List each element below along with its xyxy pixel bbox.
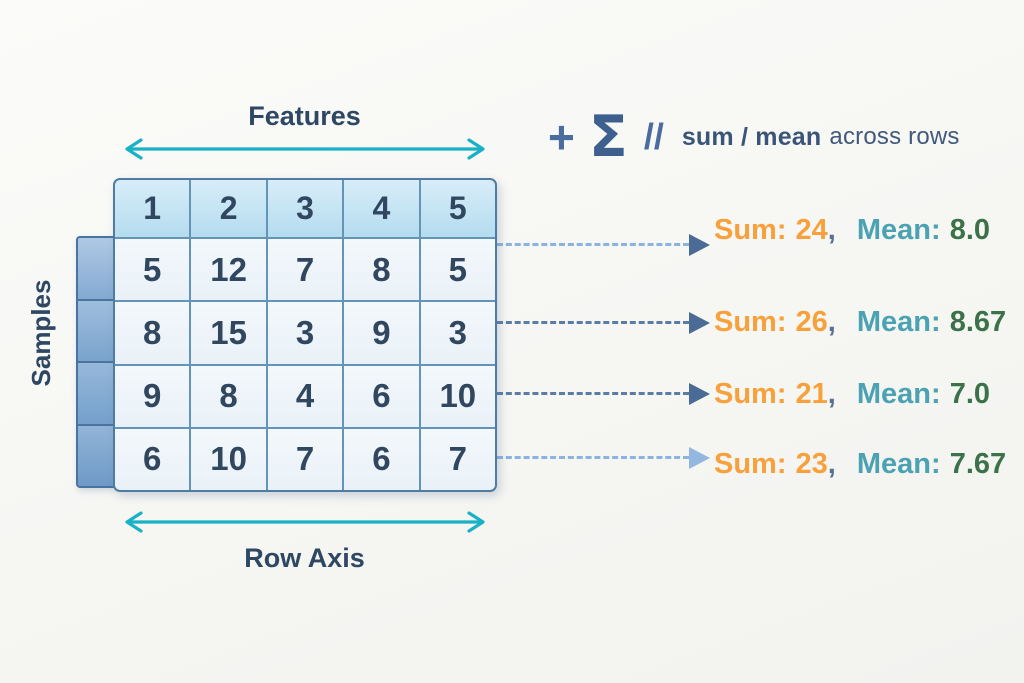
matrix-cell: 7 — [420, 428, 495, 490]
features-double-arrow-icon — [125, 138, 485, 160]
matrix-cell: 15 — [191, 302, 266, 364]
sample-strip-cell — [76, 236, 115, 301]
matrix-cell: 10 — [420, 365, 495, 427]
double-slash-icon: // — [643, 116, 664, 157]
separator: , — [827, 306, 836, 338]
matrix-header-cell: 3 — [267, 180, 343, 237]
matrix-cell: 12 — [191, 239, 266, 301]
row4-result: Sum:23, Mean:7.67 — [714, 447, 1006, 481]
row-axis-double-arrow-icon — [125, 511, 485, 533]
mean-label: Mean: — [856, 306, 941, 338]
row1-dashed-connector — [497, 243, 689, 246]
matrix-cell: 6 — [115, 428, 190, 490]
row1-arrowhead-icon — [689, 234, 710, 256]
data-matrix: 1 2 3 4 5 5 12 7 8 5 8 15 3 9 3 9 8 4 6 … — [113, 178, 497, 492]
matrix-cell: 7 — [267, 239, 343, 301]
sum-label: Sum: — [714, 378, 787, 410]
sample-row-strip — [76, 236, 115, 488]
separator: , — [827, 214, 836, 246]
matrix-cell: 8 — [115, 302, 190, 364]
matrix-cell: 9 — [344, 302, 419, 364]
row2-dashed-connector — [497, 321, 689, 324]
matrix-cell: 3 — [267, 302, 343, 364]
mean-label: Mean: — [856, 448, 941, 480]
matrix-cell: 3 — [420, 302, 495, 364]
row4-arrowhead-icon — [689, 447, 710, 469]
sum-value: 26 — [795, 306, 828, 338]
matrix-cell: 5 — [115, 239, 190, 301]
matrix-cell: 5 — [420, 239, 495, 301]
mean-value: 7.67 — [949, 448, 1007, 480]
samples-axis-label: Samples — [26, 279, 56, 387]
row-axis-label: Row Axis — [244, 543, 365, 573]
sum-label: Sum: — [714, 214, 787, 246]
mean-label: Mean: — [856, 378, 941, 410]
matrix-cell: 9 — [115, 365, 190, 427]
mean-value: 8.67 — [949, 306, 1007, 338]
matrix-cell: 8 — [191, 365, 266, 427]
matrix-cell: 6 — [344, 365, 419, 427]
separator: , — [827, 378, 836, 410]
sigma-icon: Σ — [588, 103, 628, 170]
mean-value: 7.0 — [949, 378, 991, 410]
sum-value: 23 — [795, 448, 828, 480]
row3-arrowhead-icon — [689, 383, 710, 405]
features-axis-label: Features — [248, 101, 361, 131]
sample-strip-cell — [76, 361, 115, 426]
operation-phrase-secondary: across rows — [829, 123, 960, 150]
row2-arrowhead-icon — [689, 312, 710, 334]
separator: , — [827, 448, 836, 480]
row4-dashed-connector — [497, 456, 689, 459]
matrix-cell: 10 — [191, 428, 266, 490]
mean-value: 8.0 — [949, 214, 991, 246]
operation-phrase-primary: sum / mean — [681, 122, 822, 151]
sum-value: 24 — [795, 214, 828, 246]
mean-label: Mean: — [856, 214, 941, 246]
matrix-header-cell: 2 — [191, 180, 266, 237]
sample-strip-cell — [76, 298, 115, 363]
sum-value: 21 — [795, 378, 828, 410]
row1-result: Sum:24, Mean:8.0 — [714, 213, 990, 247]
sum-label: Sum: — [714, 448, 787, 480]
row3-result: Sum:21, Mean:7.0 — [714, 377, 990, 411]
matrix-cell: 7 — [267, 428, 343, 490]
plus-icon: + — [548, 111, 575, 163]
operation-header: + Σ // sum / mean across rows — [548, 94, 960, 180]
row2-result: Sum:26, Mean:8.67 — [714, 305, 1006, 339]
matrix-cell: 4 — [267, 365, 343, 427]
matrix-header-cell: 4 — [344, 180, 419, 237]
matrix-header-cell: 1 — [115, 180, 190, 237]
sample-strip-cell — [76, 423, 115, 488]
matrix-cell: 8 — [344, 239, 419, 301]
row3-dashed-connector — [497, 392, 689, 395]
matrix-cell: 6 — [344, 428, 419, 490]
sum-label: Sum: — [714, 306, 787, 338]
matrix-header-cell: 5 — [420, 180, 495, 237]
